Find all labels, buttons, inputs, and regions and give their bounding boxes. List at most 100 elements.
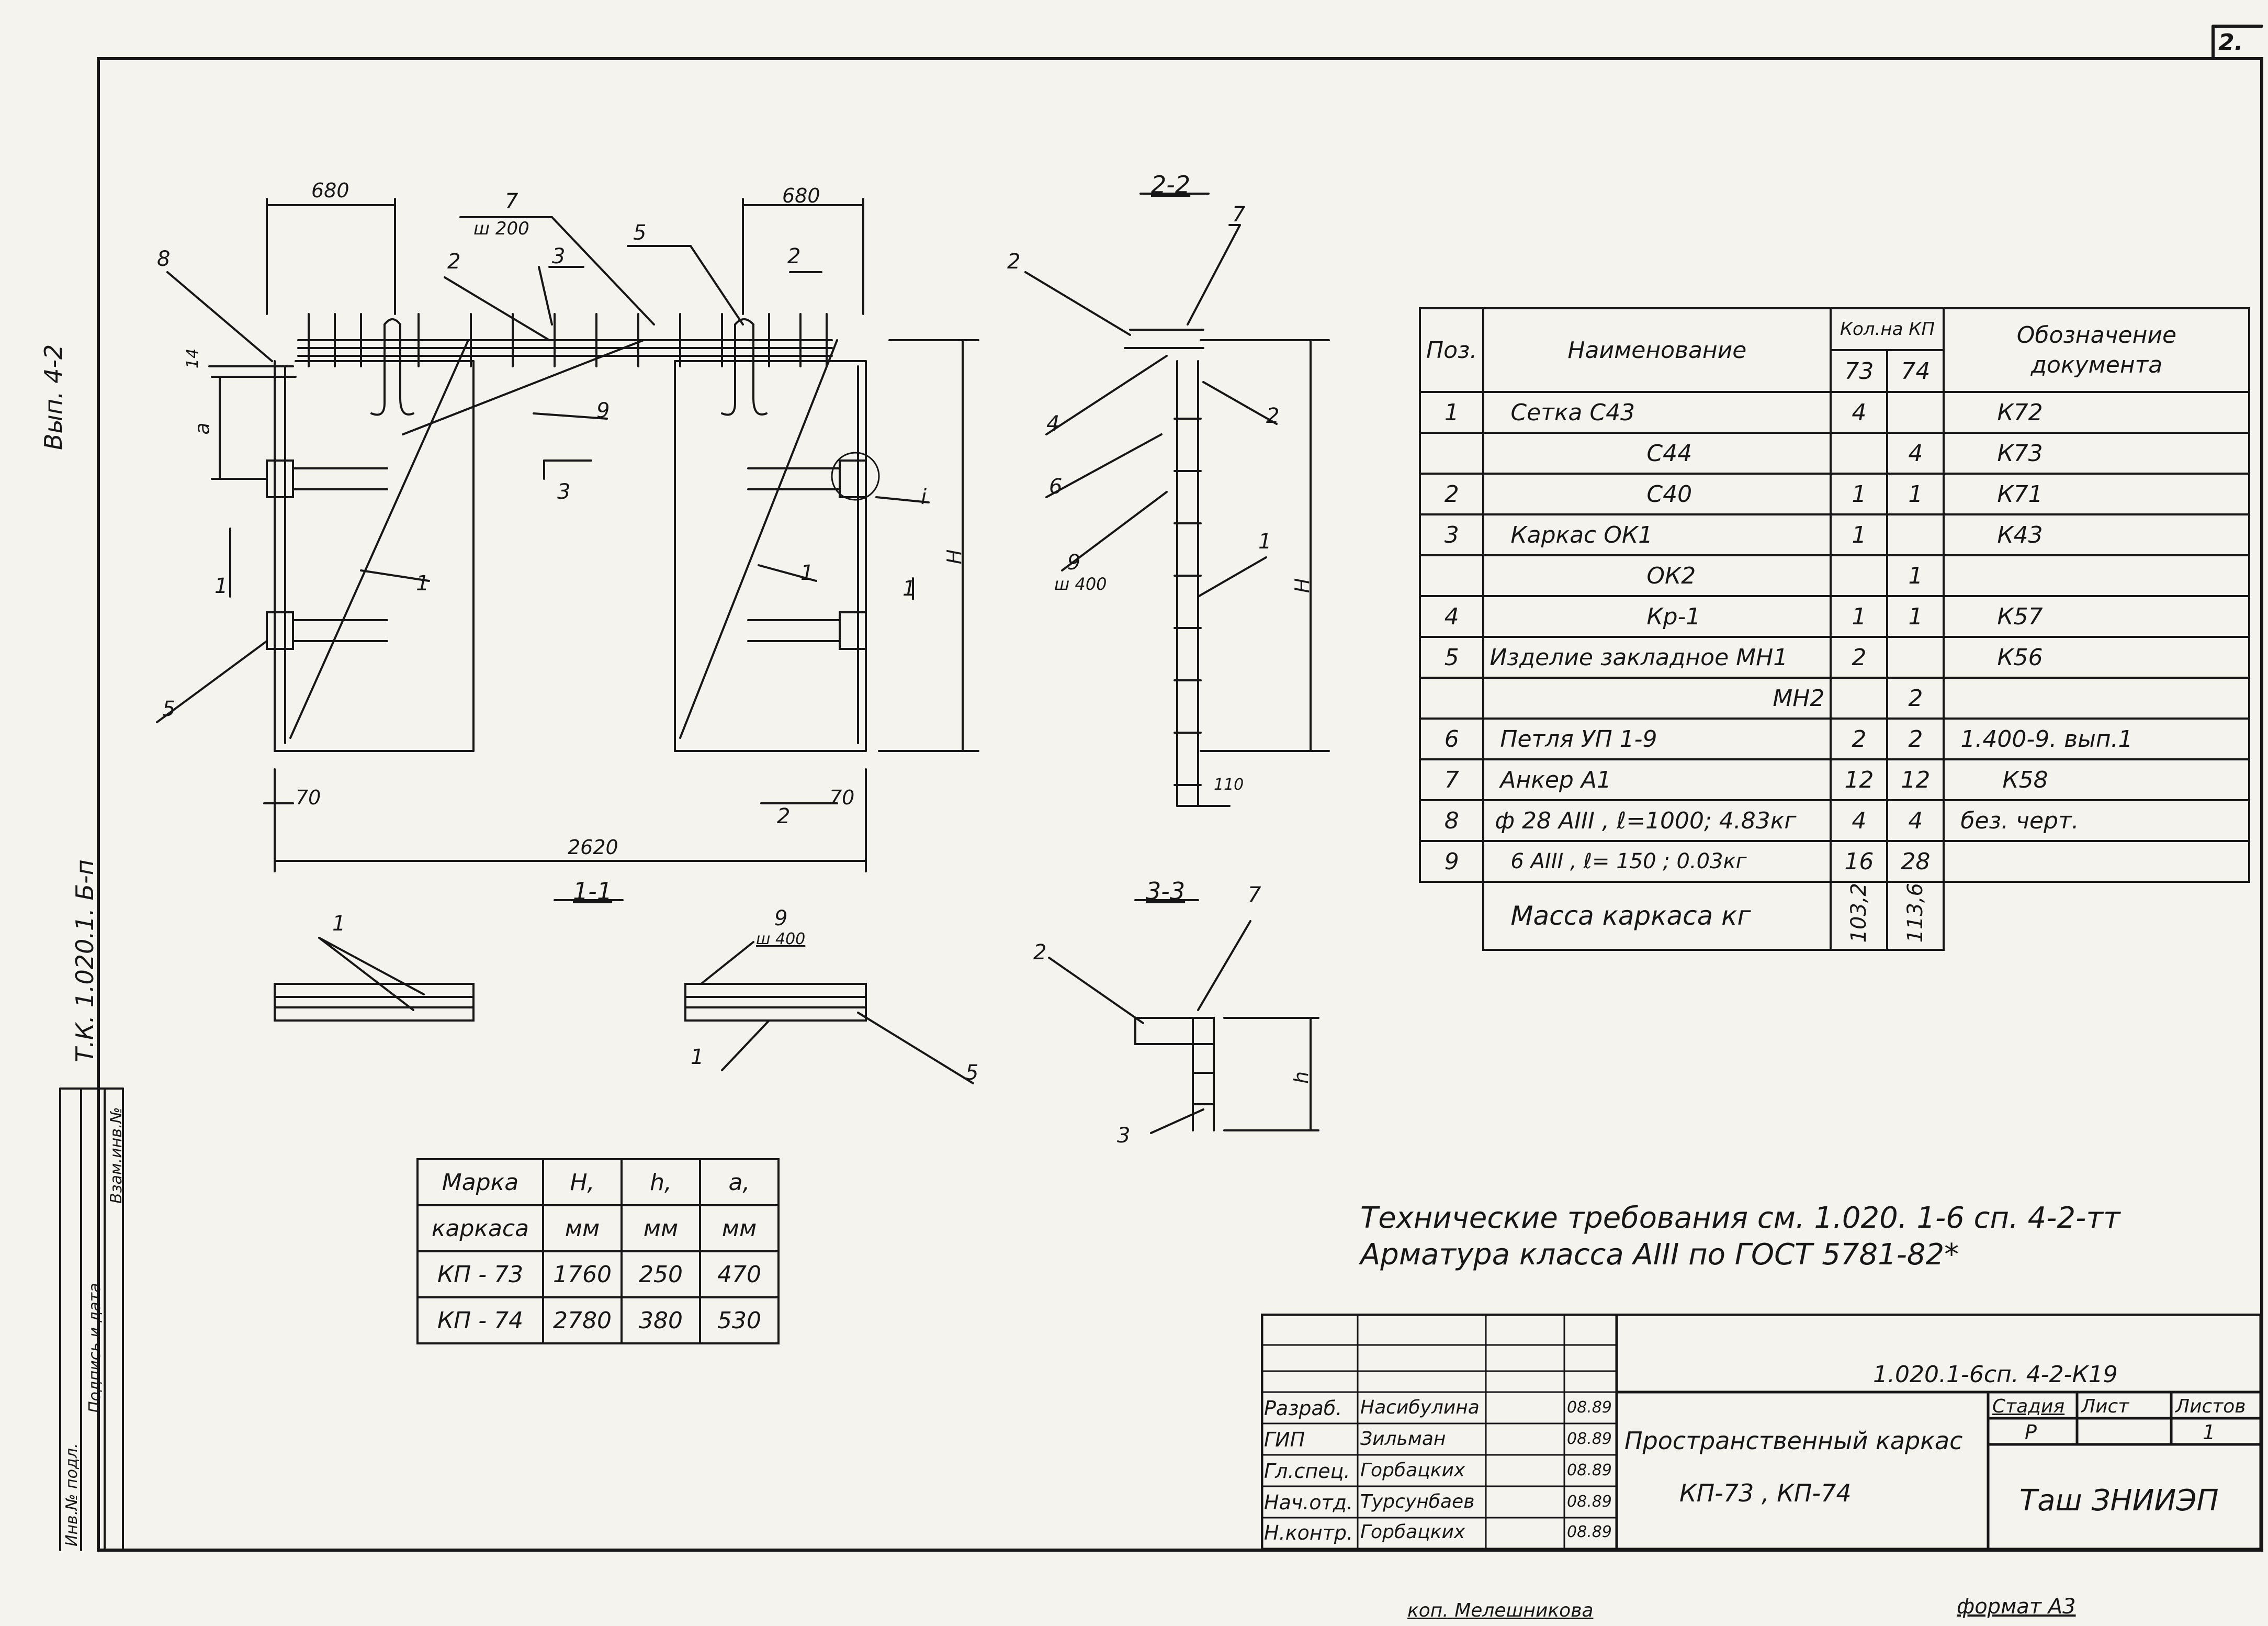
cell-name: Изделие закладное МН1 bbox=[1482, 636, 1832, 679]
cell-doc: К56 bbox=[1943, 636, 2251, 679]
callout-1: 1 bbox=[1258, 530, 1272, 554]
cell-name: Анкер А1 bbox=[1482, 758, 1832, 801]
callout-1: 1 bbox=[416, 571, 430, 596]
organization: Таш ЗНИИЭП bbox=[2019, 1484, 2219, 1518]
callout-detail-i: i bbox=[921, 485, 927, 509]
header-doc: Обозначение документа bbox=[1943, 307, 2251, 393]
cell-H: 1760 bbox=[542, 1250, 623, 1298]
cell-a: 530 bbox=[699, 1296, 780, 1344]
cell-pos: 6 bbox=[1418, 717, 1485, 760]
mass-74: 113,6 bbox=[1903, 883, 1928, 943]
header-mark: Марка bbox=[416, 1158, 544, 1206]
subheader-mark: каркаса bbox=[416, 1204, 544, 1252]
mass-row: Масса каркаса кг 103,2 113,6 bbox=[1420, 881, 2250, 951]
table-row: 5 Изделие закладное МН1 2 К56 bbox=[1418, 636, 2251, 679]
cell-doc bbox=[1943, 840, 2251, 883]
header-a: a, bbox=[699, 1158, 780, 1206]
callout-spacing: ш 400 bbox=[1054, 574, 1107, 594]
role-dept-head: Нач.отд. bbox=[1264, 1491, 1353, 1514]
side-series: Вып. 4-2 bbox=[39, 344, 67, 450]
callout-spacing: ш 400 bbox=[756, 930, 806, 948]
dim-label: 14 bbox=[184, 348, 202, 369]
subheader-unit: мм bbox=[620, 1204, 701, 1252]
stage-label: Стадия bbox=[1992, 1396, 2065, 1417]
section-title: 2-2 bbox=[1151, 171, 1191, 199]
table-row: МН2 2 bbox=[1418, 677, 2251, 720]
section-3-3-lines bbox=[1048, 899, 1319, 1134]
callout-4: 4 bbox=[1046, 412, 1060, 436]
cell-name: МН2 bbox=[1482, 677, 1832, 720]
cell-pos: 1 bbox=[1418, 391, 1485, 434]
cell-pos: 5 bbox=[1418, 636, 1485, 679]
stamp-replacement-inv: Взам.инв.№ bbox=[107, 1107, 126, 1204]
table-row: 2 С40 1 1 К71 bbox=[1418, 473, 2251, 515]
cell-qty-74 bbox=[1886, 636, 1945, 679]
dim-label: 70 bbox=[296, 786, 321, 809]
section-2-2-lines bbox=[1024, 193, 1330, 807]
cell-qty-73: 4 bbox=[1830, 799, 1889, 842]
cell-pos: 8 bbox=[1418, 799, 1485, 842]
callout-3: 3 bbox=[557, 480, 571, 504]
specification-table: Поз. Наименование Кол.на КП Обозначение … bbox=[1418, 307, 2251, 951]
cell-qty-73: 16 bbox=[1830, 840, 1889, 883]
role-norm-control: Н.контр. bbox=[1264, 1521, 1353, 1544]
date-developer: 08.89 bbox=[1567, 1398, 1612, 1417]
table-row: 6 Петля УП 1-9 2 2 1.400-9. вып.1 bbox=[1418, 717, 2251, 760]
callout-7: 7 bbox=[1248, 883, 1261, 907]
callout-3: 3 bbox=[1117, 1124, 1131, 1148]
object-marks: КП-73 , КП-74 bbox=[1679, 1479, 1852, 1507]
callout-1: 1 bbox=[691, 1045, 704, 1069]
callout-2: 2 bbox=[787, 244, 801, 268]
cell-qty-73 bbox=[1830, 554, 1889, 597]
table-row: 3 Каркас ОК1 1 К43 bbox=[1418, 513, 2251, 556]
cell-qty-73: 1 bbox=[1830, 513, 1889, 556]
cell-qty-74: 4 bbox=[1886, 799, 1945, 842]
name-chief-specialist: Горбацких bbox=[1360, 1460, 1465, 1481]
cell-pos: 2 bbox=[1418, 473, 1485, 515]
callout-2: 2 bbox=[447, 250, 461, 274]
role-chief-specialist: Гл.спец. bbox=[1264, 1460, 1350, 1483]
cell-name: Петля УП 1-9 bbox=[1482, 717, 1832, 760]
stamp-signature-date: Подпись и дата bbox=[86, 1283, 104, 1414]
cell-h: 250 bbox=[620, 1250, 701, 1298]
callout-9: 9 bbox=[1067, 551, 1081, 575]
dim-label: 680 bbox=[311, 179, 349, 202]
cell-name: ОК2 bbox=[1482, 554, 1832, 597]
dim-label: H bbox=[943, 549, 966, 565]
cell-qty-74: 1 bbox=[1886, 554, 1945, 597]
cell-name: Каркас ОК1 bbox=[1482, 513, 1832, 556]
header-H: H, bbox=[542, 1158, 623, 1206]
callout-2: 2 bbox=[1266, 404, 1280, 428]
cell-name: Кр-1 bbox=[1482, 595, 1832, 638]
cell-doc bbox=[1943, 554, 2251, 597]
cell-doc: 1.400-9. вып.1 bbox=[1943, 717, 2251, 760]
cell-doc: К71 bbox=[1943, 473, 2251, 515]
cell-a: 470 bbox=[699, 1250, 780, 1298]
cell-qty-74: 2 bbox=[1886, 677, 1945, 720]
cell-qty-74 bbox=[1886, 513, 1945, 556]
header-qty-74: 74 bbox=[1886, 349, 1945, 393]
cell-doc bbox=[1943, 677, 2251, 720]
sheet-label: Лист bbox=[2081, 1396, 2129, 1417]
cell-qty-74: 1 bbox=[1886, 473, 1945, 515]
date-dept-head: 08.89 bbox=[1567, 1493, 1612, 1511]
mass-73: 103,2 bbox=[1847, 883, 1871, 943]
cell-qty-74: 28 bbox=[1886, 840, 1945, 883]
stage-value: Р bbox=[2025, 1421, 2037, 1444]
table-row: КП - 74 2780 380 530 bbox=[416, 1296, 780, 1344]
table-row: С44 4 К73 bbox=[1418, 432, 2251, 475]
cell-qty-73: 1 bbox=[1830, 473, 1889, 515]
title-block-frame bbox=[1261, 1314, 2262, 1550]
date-chief-engineer: 08.89 bbox=[1567, 1430, 1612, 1448]
cell-name: С44 bbox=[1482, 432, 1832, 475]
cell-qty-74: 2 bbox=[1886, 717, 1945, 760]
document-code: 1.020.1-6сп. 4-2-К19 bbox=[1873, 1361, 2118, 1388]
cell-pos: 9 bbox=[1418, 840, 1485, 883]
dim-label: 680 bbox=[782, 184, 820, 207]
cell-qty-73 bbox=[1830, 432, 1889, 475]
callout-1: 1 bbox=[902, 577, 916, 601]
name-norm-control: Горбацких bbox=[1360, 1521, 1465, 1543]
callout-7: 7 bbox=[1232, 203, 1246, 227]
header-qty: Кол.на КП bbox=[1830, 307, 1945, 351]
